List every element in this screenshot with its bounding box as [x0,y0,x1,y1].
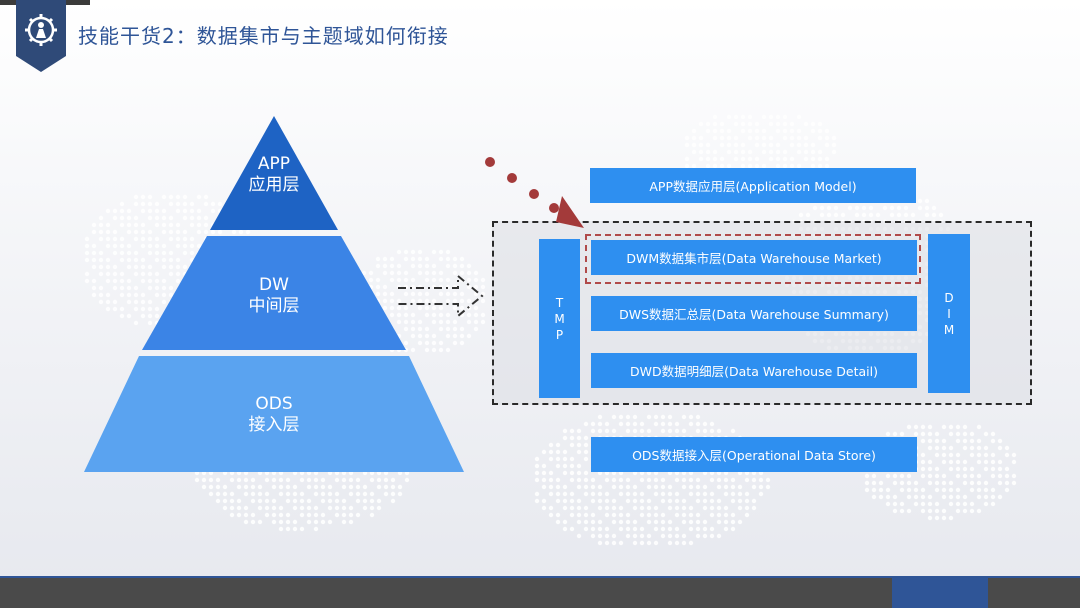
footer-corner-block [892,576,988,608]
dwm-highlight-frame [585,234,921,284]
pyramid-ods-tier [84,356,464,472]
pyramid-app-tier [210,116,338,230]
ods-layer-box: ODS数据接入层(Operational Data Store) [591,437,917,472]
dwm-layer-box: DWM数据集市层(Data Warehouse Market) [591,240,917,275]
dashed-right-arrow-icon [398,273,484,319]
pyramid-label-dw-cn: 中间层 [248,296,300,316]
dim-letter-i: I [947,306,951,321]
tmp-side-bar: T M P [539,239,580,398]
pyramid-label-app-en: APP [257,154,291,174]
pyramid-label-ods: ODS 接入层 [214,394,334,436]
pyramid-label-ods-cn: 接入层 [248,415,300,435]
pyramid-label-dw: DW 中间层 [214,275,334,317]
dws-layer-box: DWS数据汇总层(Data Warehouse Summary) [591,296,917,331]
page-title: 技能干货2：数据集市与主题域如何衔接 [78,24,449,48]
gear-person-icon [16,0,66,72]
dim-letter-d: D [944,290,954,305]
app-layer-box: APP数据应用层(Application Model) [590,168,916,203]
tmp-letter-t: T [555,295,564,310]
dim-side-bar: D I M [928,234,970,393]
pyramid-label-dw-en: DW [259,275,289,295]
pyramid-dw-tier [142,236,406,350]
layer-pyramid [84,116,464,472]
dim-letter-m: M [943,322,955,337]
pyramid-label-ods-en: ODS [255,394,293,414]
tmp-letter-m: M [554,311,565,326]
dwd-layer-box: DWD数据明细层(Data Warehouse Detail) [591,353,917,388]
tmp-letter-p: P [555,327,564,342]
dotted-pointer-arrow-icon [485,157,584,228]
pyramid-label-app: APP 应用层 [214,154,334,196]
pyramid-label-app-cn: 应用层 [248,175,300,195]
